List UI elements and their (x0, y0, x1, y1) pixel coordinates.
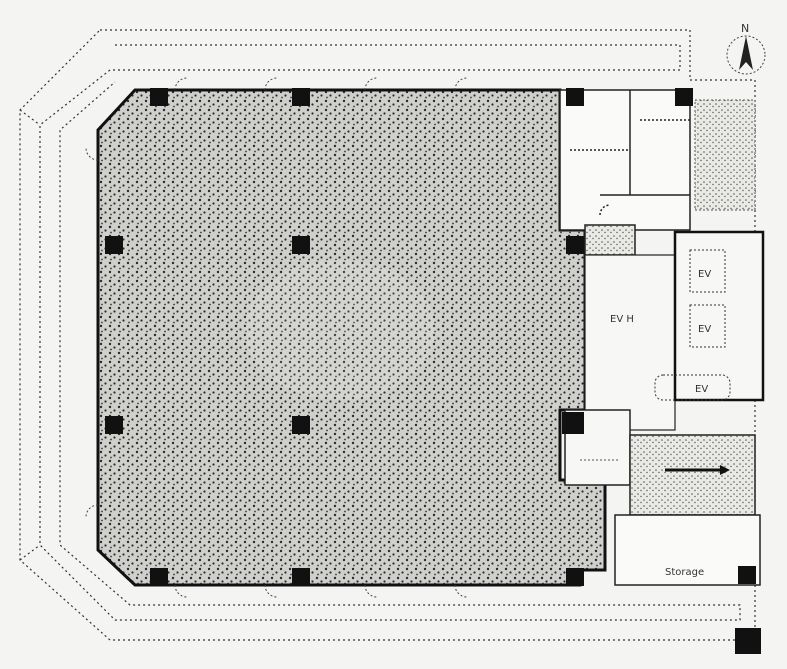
restroom-core (559, 89, 691, 256)
storage-room (614, 514, 761, 586)
elevator-hall-label: EV H (610, 314, 634, 325)
floor-highlight (245, 260, 435, 400)
elevator-car-3 (654, 374, 731, 401)
elevator-1-label: EV (698, 269, 711, 280)
elevator-2-label: EV (698, 324, 711, 335)
service-shaft (694, 99, 756, 211)
elevator-bank (673, 230, 765, 402)
storage-label: Storage (665, 567, 704, 578)
north-arrow-icon: N (726, 22, 766, 75)
elevator-hall (584, 254, 676, 431)
elevator-car-1 (689, 249, 726, 293)
north-label: N (741, 22, 749, 35)
elevator-car-2 (689, 304, 726, 348)
stairwell (629, 434, 756, 516)
north-windows (85, 77, 468, 598)
elevator-3-label: EV (695, 384, 708, 395)
structural-columns (105, 88, 761, 654)
